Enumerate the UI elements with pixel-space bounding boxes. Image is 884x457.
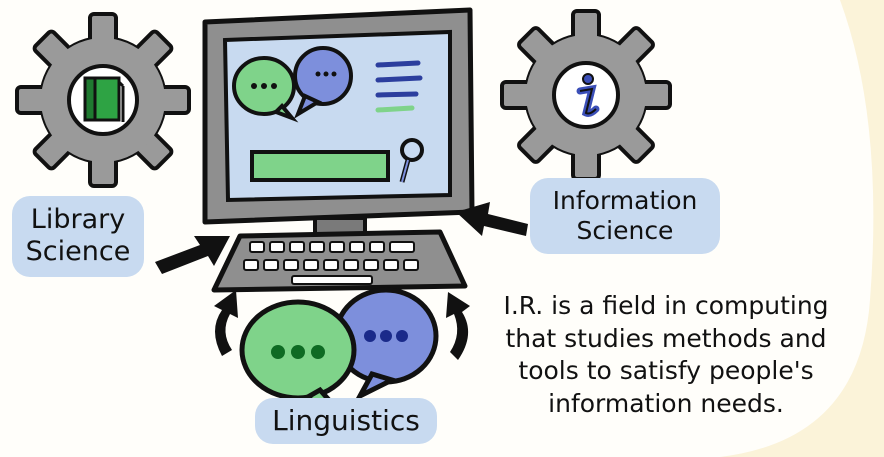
description-line4: information needs. (548, 388, 784, 418)
information-science-label: Information Science (530, 178, 720, 254)
screen-text-lines-icon (375, 60, 423, 113)
description-line2: that studies methods and (505, 323, 827, 353)
book-icon (83, 76, 125, 122)
library-label-line1: Library (30, 204, 126, 235)
description-line1: I.R. is a field in computing (503, 291, 829, 320)
screen-search-bar (250, 150, 390, 182)
gear-library-icon (15, 12, 191, 188)
info-icon (576, 73, 600, 117)
library-label-line2: Science (25, 236, 131, 268)
library-science-label: Library Science (12, 196, 144, 277)
description-text: I.R. is a field in computing that studie… (452, 290, 880, 420)
linguistics-label-text: Linguistics (272, 404, 420, 437)
linguistics-label: Linguistics (255, 398, 437, 444)
info-label-line1: Information (552, 186, 698, 215)
info-label-line2: Science (576, 216, 674, 245)
gear-info-icon (500, 9, 672, 181)
description-line3: tools to satisfy people's (518, 356, 814, 385)
screen-chat-icon (232, 46, 353, 123)
arrow-icon (155, 202, 528, 360)
keyboard-icon (211, 229, 468, 293)
magnifier-icon (399, 138, 424, 183)
computer-icon (202, 7, 475, 238)
